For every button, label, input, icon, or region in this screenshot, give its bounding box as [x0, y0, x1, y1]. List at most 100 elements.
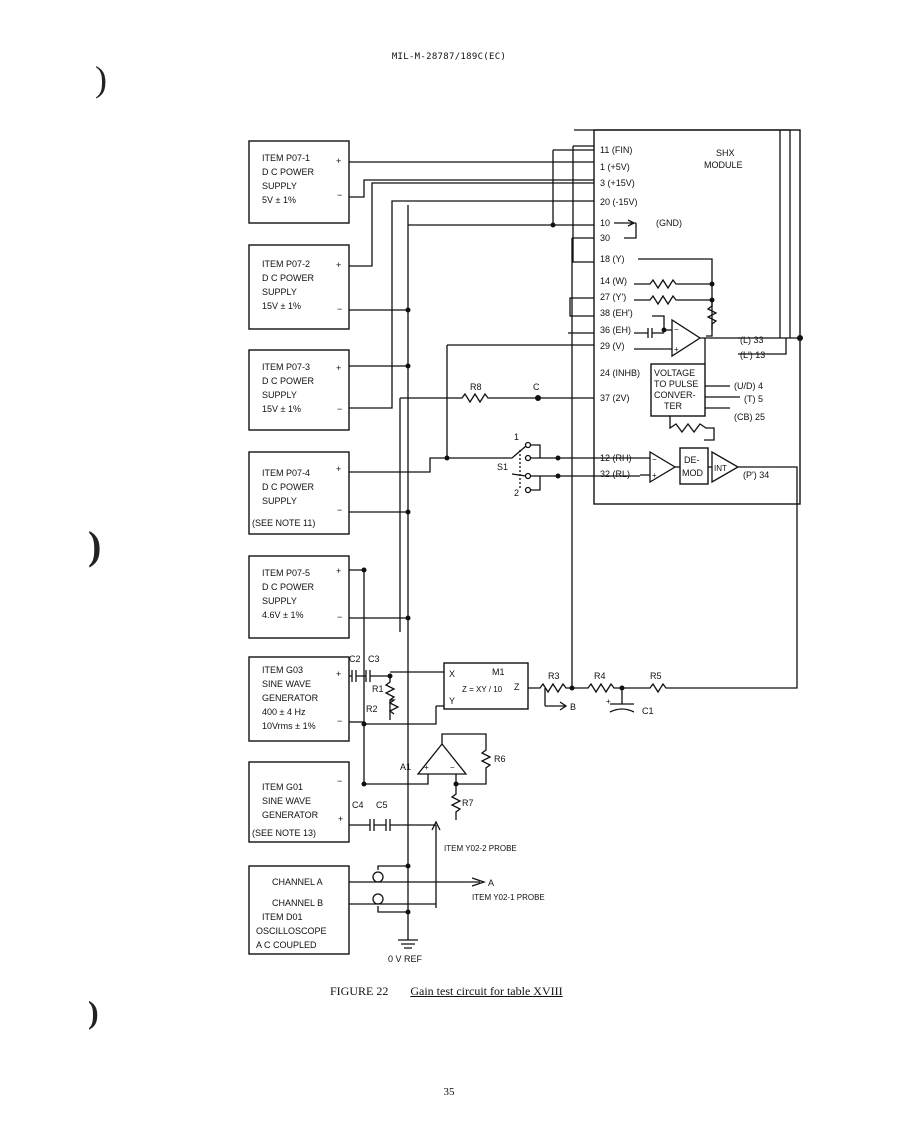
svg-text:SINE WAVE: SINE WAVE	[262, 679, 311, 689]
svg-text:27 (Y'): 27 (Y')	[600, 292, 626, 302]
multiplier-m1: X Y Z M1 Z = XY / 10	[443, 662, 529, 710]
svg-text:−: −	[337, 776, 342, 786]
svg-text:SUPPLY: SUPPLY	[262, 496, 297, 506]
svg-text:+: +	[336, 464, 341, 474]
figure-number: FIGURE 22	[330, 984, 389, 998]
svg-text:0 V REF: 0 V REF	[388, 954, 423, 964]
svg-text:GENERATOR: GENERATOR	[262, 810, 319, 820]
supply-p07-5: ITEM P07-5 D C POWER SUPPLY 4.6V ± 1% + …	[248, 555, 350, 639]
shx-module: SHX MODULE 11 (FIN) 1 (+5V) 3 (+15V) 20 …	[593, 129, 801, 505]
svg-text:GENERATOR: GENERATOR	[262, 693, 319, 703]
svg-text:+: +	[336, 669, 341, 679]
svg-text:R8: R8	[470, 382, 482, 392]
svg-text:ITEM G03: ITEM G03	[262, 665, 303, 675]
svg-text:−: −	[337, 304, 342, 314]
svg-text:R6: R6	[494, 754, 506, 764]
svg-text:(L') 13: (L') 13	[740, 350, 765, 360]
svg-text:10Vrms ± 1%: 10Vrms ± 1%	[262, 721, 316, 731]
svg-text:B: B	[570, 702, 576, 712]
svg-text:Z = XY / 10: Z = XY / 10	[462, 685, 503, 694]
supply-p07-3: ITEM P07-3 D C POWER SUPPLY 15V ± 1% + −	[248, 349, 350, 431]
svg-text:MODULE: MODULE	[704, 160, 743, 170]
figure-title: Gain test circuit for table XVIII	[410, 984, 563, 998]
svg-text:D C POWER: D C POWER	[262, 482, 315, 492]
supply-p07-4: ITEM P07-4 D C POWER SUPPLY (SEE NOTE 11…	[248, 451, 350, 535]
svg-text:Z: Z	[514, 682, 520, 692]
svg-text:32 (RL): 32 (RL)	[600, 469, 630, 479]
svg-text:C2: C2	[349, 654, 361, 664]
svg-text:TO PULSE: TO PULSE	[654, 379, 698, 389]
sine-generator-g01: ITEM G01 SINE WAVE GENERATOR (SEE NOTE 1…	[248, 761, 350, 843]
svg-text:18 (Y): 18 (Y)	[600, 254, 625, 264]
svg-text:CONVER-: CONVER-	[654, 390, 696, 400]
svg-text:R3: R3	[548, 671, 560, 681]
svg-text:VOLTAGE: VOLTAGE	[654, 368, 695, 378]
svg-text:(L) 33: (L) 33	[740, 335, 764, 345]
svg-text:+: +	[336, 260, 341, 270]
svg-text:ITEM P07-4: ITEM P07-4	[262, 468, 310, 478]
svg-text:D C POWER: D C POWER	[262, 582, 315, 592]
svg-text:R2: R2	[366, 704, 378, 714]
svg-text:SUPPLY: SUPPLY	[262, 596, 297, 606]
svg-text:10: 10	[600, 218, 610, 228]
svg-text:A: A	[488, 878, 494, 888]
svg-text:4.6V ± 1%: 4.6V ± 1%	[262, 610, 303, 620]
svg-text:37 (2V): 37 (2V)	[600, 393, 630, 403]
svg-text:A1: A1	[400, 762, 411, 772]
svg-text:−: −	[337, 716, 342, 726]
svg-text:1 (+5V): 1 (+5V)	[600, 162, 630, 172]
svg-text:(U/D) 4: (U/D) 4	[734, 381, 763, 391]
svg-text:14 (W): 14 (W)	[600, 276, 627, 286]
svg-text:(SEE NOTE 13): (SEE NOTE 13)	[252, 828, 316, 838]
svg-text:C5: C5	[376, 800, 388, 810]
svg-text:(GND): (GND)	[656, 218, 682, 228]
svg-text:+: +	[336, 363, 341, 373]
svg-text:24 (INHB): 24 (INHB)	[600, 368, 640, 378]
svg-text:15V ± 1%: 15V ± 1%	[262, 301, 301, 311]
svg-text:C3: C3	[368, 654, 380, 664]
svg-text:+: +	[606, 697, 611, 706]
svg-text:20 (-15V): 20 (-15V)	[600, 197, 638, 207]
svg-text:C4: C4	[352, 800, 364, 810]
document-id: MIL-M-28787/189C(EC)	[391, 52, 507, 62]
svg-text:MOD: MOD	[682, 468, 703, 478]
svg-text:ITEM G01: ITEM G01	[262, 782, 303, 792]
svg-text:+: +	[424, 763, 429, 772]
svg-text:5V ± 1%: 5V ± 1%	[262, 195, 296, 205]
svg-text:400 ± 4 Hz: 400 ± 4 Hz	[262, 707, 306, 717]
svg-text:−: −	[652, 455, 657, 464]
svg-text:−: −	[674, 325, 679, 334]
svg-text:36 (EH): 36 (EH)	[600, 325, 631, 335]
svg-text:+: +	[336, 156, 341, 166]
svg-text:(P') 34: (P') 34	[743, 470, 769, 480]
margin-paren-2: )	[88, 523, 102, 568]
svg-text:ITEM Y02-2 PROBE: ITEM Y02-2 PROBE	[444, 844, 517, 853]
svg-text:−: −	[337, 404, 342, 414]
svg-text:ITEM P07-3: ITEM P07-3	[262, 362, 310, 372]
switch-s1: 1 S1 2	[446, 432, 640, 498]
oscilloscope-d01: CHANNEL A CHANNEL B ITEM D01 OSCILLOSCOP…	[248, 865, 350, 955]
svg-text:SHX: SHX	[716, 148, 735, 158]
svg-text:1: 1	[514, 432, 519, 442]
svg-text:S1: S1	[497, 462, 508, 472]
svg-text:−: −	[337, 612, 342, 622]
svg-text:ITEM P07-1: ITEM P07-1	[262, 153, 310, 163]
svg-text:R7: R7	[462, 798, 474, 808]
svg-text:SUPPLY: SUPPLY	[262, 287, 297, 297]
svg-text:DE-: DE-	[684, 455, 700, 465]
svg-text:−: −	[450, 763, 455, 772]
svg-text:SUPPLY: SUPPLY	[262, 181, 297, 191]
svg-text:11 (FIN): 11 (FIN)	[600, 145, 632, 155]
svg-text:M1: M1	[492, 667, 505, 677]
svg-text:D C POWER: D C POWER	[262, 167, 315, 177]
margin-paren-3: )	[88, 994, 99, 1030]
svg-text:−: −	[337, 505, 342, 515]
supply-p07-1: ITEM P07-1 D C POWER SUPPLY 5V ± 1% + −	[248, 140, 350, 224]
svg-text:D C POWER: D C POWER	[262, 273, 315, 283]
svg-text:ITEM Y02-1 PROBE: ITEM Y02-1 PROBE	[472, 893, 545, 902]
svg-text:ITEM P07-5: ITEM P07-5	[262, 568, 310, 578]
svg-text:38 (EH'): 38 (EH')	[600, 308, 633, 318]
svg-text:+: +	[338, 814, 343, 824]
